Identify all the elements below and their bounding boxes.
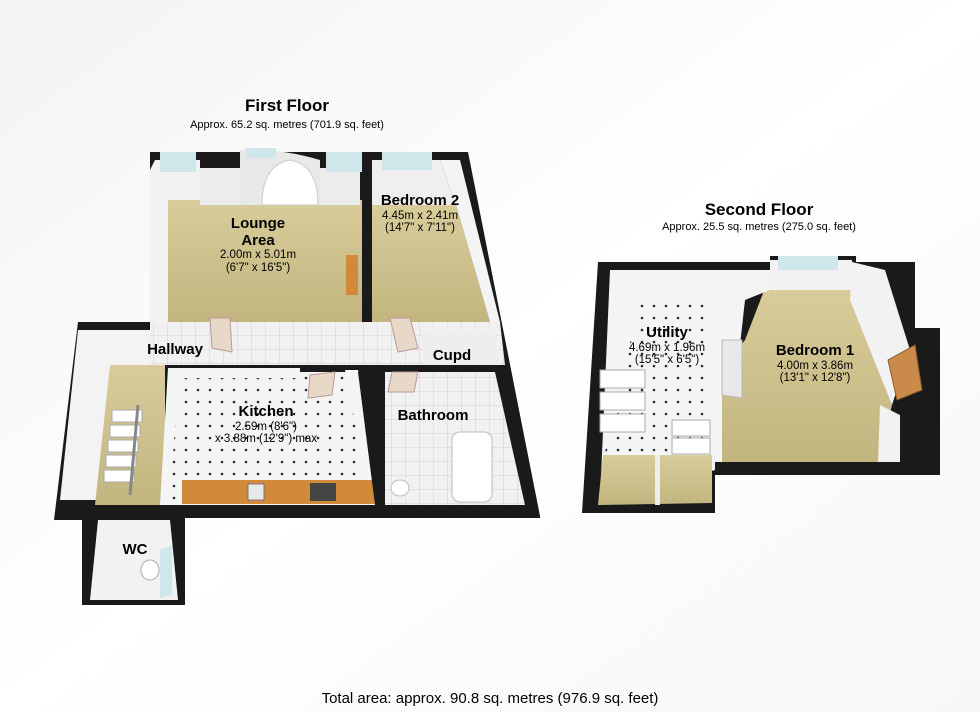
utility-dim-ft: (15'5" x 6'5")	[634, 354, 700, 367]
bedroom2-label: Bedroom 2 4.45m x 2.41m (14'7" x 7'11")	[365, 192, 475, 235]
bedroom2-divider-wall	[362, 160, 372, 322]
lounge-name-line2: Area	[241, 231, 275, 249]
lounge-wall-left	[150, 160, 200, 322]
first-floor-area: Approx. 65.2 sq. metres (701.9 sq. feet)	[190, 119, 384, 131]
bedroom2-right-wall	[440, 160, 500, 322]
lounge-dim-ft: (6'7" x 16'5")	[225, 261, 291, 274]
lounge-pillar-left	[200, 168, 240, 205]
bedroom1-label: Bedroom 1 4.00m x 3.86m (13'1" x 12'8")	[755, 342, 875, 385]
bedroom1-window	[778, 256, 838, 270]
bedroom1-floor	[722, 288, 892, 462]
hallway-door-1	[209, 317, 233, 353]
cupd-label: Cupd	[422, 347, 482, 365]
kitchen-worktop	[182, 480, 376, 504]
bathroom-label: Bathroom	[388, 407, 478, 425]
bathroom-divider-wall	[358, 372, 385, 505]
bedroom1-right-lower-wall	[878, 405, 900, 462]
bedroom1-inner-door	[721, 339, 743, 399]
bathtub	[451, 431, 493, 503]
bedroom2-back-wall	[372, 160, 456, 205]
hallway-door-2	[389, 317, 419, 353]
toilet-bathroom	[390, 479, 410, 497]
kitchen-dim-1: 2.59m (8'6")	[235, 420, 297, 433]
kitchen-name: Kitchen	[238, 403, 294, 420]
bedroom2-window	[382, 152, 432, 170]
bedroom1-door	[887, 344, 923, 401]
kitchen-sink	[247, 483, 265, 501]
first-floor-title: First Floor	[244, 96, 330, 115]
kitchen-hob	[310, 483, 336, 501]
staircase-second-floor	[599, 369, 711, 455]
utility-lower-divider	[655, 455, 660, 505]
wc-floor	[90, 520, 178, 600]
utility-name: Utility	[646, 324, 688, 341]
bedroom2-dim-m: 4.45m x 2.41m	[381, 209, 459, 222]
lounge-furniture	[346, 255, 358, 295]
bedroom2-dim-ft: (14'7" x 7'11")	[385, 222, 455, 235]
lounge-dim-m: 2.00m x 5.01m	[219, 249, 297, 261]
wc-name: WC	[122, 541, 148, 558]
wc-toilet	[140, 559, 160, 581]
wc-label: WC	[115, 541, 155, 559]
bedroom1-left-wall	[715, 270, 770, 462]
cupd-floor	[420, 330, 500, 365]
kitchen-door	[307, 371, 336, 399]
bedroom1-name: Bedroom 1	[775, 342, 855, 359]
cupd-name: Cupd	[432, 347, 472, 364]
bathroom-name: Bathroom	[397, 407, 469, 424]
bedroom1-dim-ft: (13'1" x 12'8")	[779, 372, 851, 385]
utility-label: Utility 4.69m x 1.96m (15'5" x 6'5")	[612, 324, 722, 367]
wc-window	[160, 545, 172, 598]
second-floor-title: Second Floor	[704, 200, 814, 219]
bathroom-door	[387, 371, 419, 393]
utility-dim-m: 4.69m x 1.96m	[628, 341, 706, 354]
lounge-name-line1: Lounge	[230, 215, 286, 232]
hallway-name: Hallway	[147, 341, 203, 358]
hallway-label: Hallway	[135, 341, 215, 359]
bedroom1-dim-m: 4.00m x 3.86m	[776, 359, 854, 372]
lounge-bay-arch	[261, 159, 319, 206]
bedroom2-floor	[372, 205, 490, 322]
lounge-window-right	[326, 152, 362, 172]
kitchen-floor	[168, 372, 380, 505]
kitchen-dim-2: x 3.88m (12'9") max	[214, 433, 318, 446]
kitchen-label: Kitchen 2.59m (8'6") x 3.88m (12'9") max	[196, 403, 336, 446]
kitchen-left-wall	[160, 368, 300, 505]
staircase-first-floor	[103, 404, 143, 496]
lounge-window-center	[246, 148, 276, 158]
bedroom2-name: Bedroom 2	[380, 192, 460, 209]
lounge-label: Lounge Area 2.00m x 5.01m (6'7" x 16'5")	[198, 215, 318, 274]
lounge-floor	[168, 200, 362, 322]
lounge-pillar-right	[320, 168, 360, 205]
second-floor-area: Approx. 25.5 sq. metres (275.0 sq. feet)	[662, 221, 856, 233]
total-area: Total area: approx. 90.8 sq. metres (976…	[321, 690, 659, 707]
lounge-window-left	[160, 152, 196, 172]
